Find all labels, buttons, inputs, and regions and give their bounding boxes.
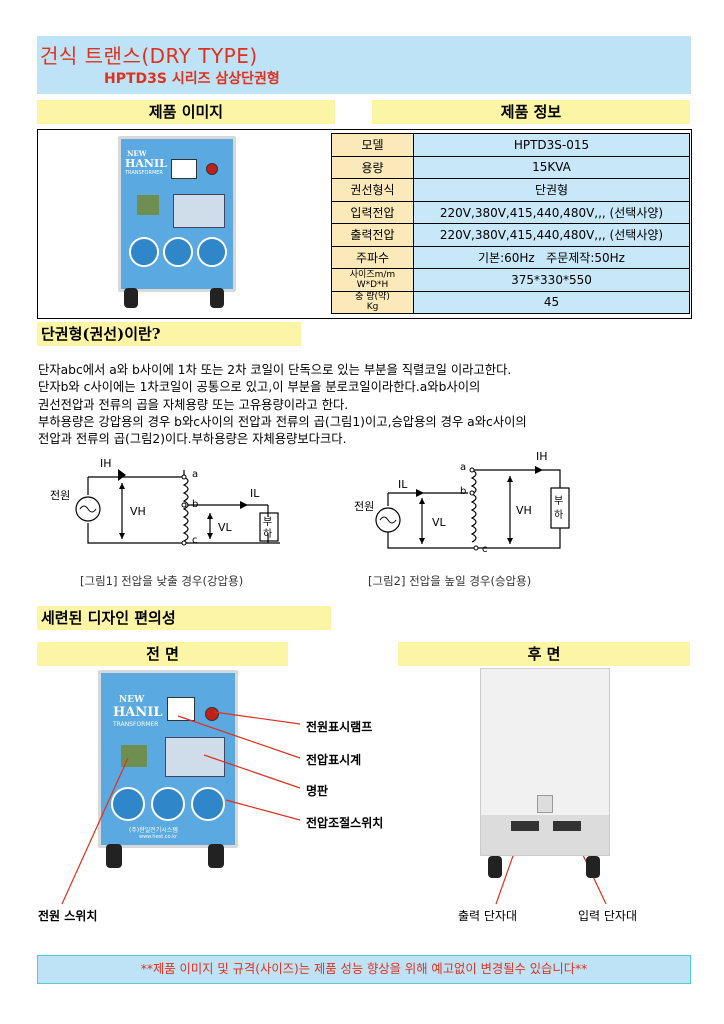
callout-power-switch: 전원 스위치 (38, 909, 98, 923)
svg-text:c: c (482, 544, 488, 555)
front-heading: 전 면 (146, 645, 179, 663)
output-terminal-icon (511, 821, 539, 831)
caption-figure-1: [그림1] 전압을 낮출 경우(강압용) (80, 574, 244, 588)
brand-logo: HANIL (125, 157, 167, 170)
callout-voltmeter: 전압표시계 (306, 753, 362, 767)
product-image: NEW HANIL TRANSFORMER (118, 136, 236, 312)
brand-sub: TRANSFORMER (113, 721, 159, 728)
vh-label: VH (516, 504, 532, 517)
selector-switch-icon (111, 787, 145, 821)
design-heading: 세련된 디자인 편의성 (41, 609, 176, 627)
il-label: IL (398, 478, 408, 491)
load-label: 부 (554, 496, 563, 507)
callout-output-terminal: 출력 단자대 (458, 909, 518, 923)
caster-icon (208, 844, 224, 868)
definition-heading: 단권형(권선)이란? (41, 325, 161, 343)
definition-text: 단자abc에서 a와 b사이에 1차 또는 2차 코일이 단독으로 있는 부분을… (38, 363, 527, 447)
voltmeter-icon (171, 159, 197, 179)
il-label: IL (250, 487, 260, 500)
source-label: 전원 (354, 500, 374, 513)
load-label: 부 (263, 517, 272, 528)
vh-label: VH (130, 505, 146, 518)
label-plate-icon (537, 795, 553, 813)
svg-text:a: a (192, 469, 198, 480)
image-heading-band: 제품 이미지 (37, 100, 335, 124)
selector-switch-icon (197, 237, 227, 267)
selector-switch-icon (151, 787, 185, 821)
page-subtitle: HPTD3S 시리즈 삼상단권형 (104, 71, 280, 87)
callout-power-lamp: 전원표시램프 (306, 720, 373, 734)
front-heading-band: 전 면 (37, 642, 288, 666)
brand-sub: TRANSFORMER (125, 170, 163, 176)
footer-note: **제품 이미지 및 규격(사이즈)는 제품 성능 향상을 위해 예고없이 변경… (140, 962, 588, 976)
source-label: 전원 (50, 489, 70, 502)
callout-input-terminal: 입력 단자대 (578, 909, 638, 923)
input-terminal-icon (553, 821, 581, 831)
page-title: 건식 트랜스(DRY TYPE) (40, 44, 258, 68)
design-heading-band: 세련된 디자인 편의성 (37, 606, 331, 630)
brand-logo: HANIL (113, 705, 163, 720)
lamp-icon (206, 163, 218, 175)
circuit-diagram-step-up: 전원 IL VL IH VH a b c 부 하 (354, 450, 570, 555)
title-band (37, 36, 691, 94)
rear-device-image (480, 668, 610, 880)
vl-label: VL (432, 516, 447, 529)
footer-note-band: **제품 이미지 및 규격(사이즈)는 제품 성능 향상을 위해 예고없이 변경… (37, 955, 691, 984)
svg-text:b: b (460, 486, 466, 497)
image-heading: 제품 이미지 (148, 103, 224, 121)
power-switch-icon (137, 195, 159, 215)
vl-label: VL (218, 521, 233, 534)
svg-text:c: c (192, 535, 198, 546)
nameplate-icon (173, 194, 225, 228)
product-frame (37, 129, 692, 319)
caster-icon (586, 856, 600, 878)
caster-icon (488, 856, 502, 878)
svg-text:b: b (192, 499, 198, 510)
caster-icon (106, 844, 122, 868)
rear-heading-band: 후 면 (398, 642, 690, 666)
company-label: (주)한일전기시스템 (129, 827, 178, 834)
nameplate-icon (165, 737, 225, 777)
power-switch-icon (121, 745, 147, 767)
website-label: www.hest.co.kr (139, 834, 178, 840)
selector-switch-icon (163, 237, 193, 267)
front-device-image: NEW HANIL TRANSFORMER (주)한일전기시스템 www.hes… (98, 670, 238, 876)
device-body: NEW HANIL TRANSFORMER (118, 136, 236, 292)
selector-switch-icon (191, 787, 225, 821)
definition-heading-band: 단권형(권선)이란? (37, 322, 301, 346)
caption-figure-2: [그림2] 전압을 높일 경우(승압용) (368, 574, 532, 588)
device-body: NEW HANIL TRANSFORMER (주)한일전기시스템 www.hes… (98, 670, 238, 848)
ih-label: IH (536, 450, 548, 463)
selector-switch-icon (129, 237, 159, 267)
caster-icon (210, 288, 224, 308)
device-rear-body (480, 668, 610, 856)
svg-text:a: a (460, 462, 466, 473)
circuit-diagram-step-down: 전원 IH VH IL VL a b c 부 하 (50, 457, 280, 546)
info-heading: 제품 정보 (500, 103, 562, 121)
brand-top: NEW (119, 695, 145, 705)
terminal-panel (481, 815, 609, 855)
load-label: 하 (554, 508, 563, 521)
load-label: 하 (263, 527, 272, 540)
callout-nameplate: 명판 (306, 784, 329, 798)
caster-icon (124, 288, 138, 308)
rear-heading: 후 면 (527, 645, 561, 663)
lamp-icon (205, 707, 219, 721)
brand-top: NEW (127, 149, 147, 158)
ih-label: IH (100, 457, 112, 470)
info-heading-band: 제품 정보 (372, 100, 690, 124)
callout-voltage-switch: 전압조절스위치 (306, 816, 384, 830)
